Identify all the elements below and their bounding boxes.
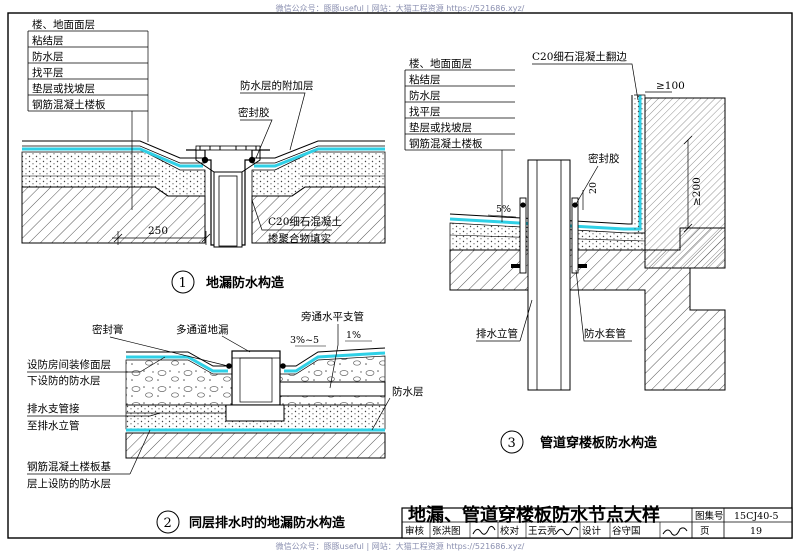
- d2-label-branch-2: 至排水立管: [27, 419, 80, 432]
- title-block-page-label: 页: [700, 526, 710, 537]
- d1-membrane-right: [254, 147, 385, 168]
- d3-slope: 5%: [496, 204, 511, 215]
- d1-layer-5: 钢筋混凝土楼板: [32, 98, 106, 111]
- d1-fill-right: [251, 151, 386, 197]
- d1-layer-table: 楼、地面面层 粘结层 防水层 找平层 垫层或找坡层 钢筋混凝土楼板: [27, 18, 149, 210]
- d2-label-room-layer-2: 下设防的防水层: [27, 374, 101, 387]
- d1-layer-2: 防水层: [32, 50, 64, 63]
- d1-label-sealant: 密封胶: [238, 106, 270, 119]
- d1-label-extra-layer: 防水层的附加层: [240, 79, 314, 92]
- d2-caption: 同层排水时的地漏防水构造: [189, 515, 346, 531]
- title-block: 地漏、管道穿楼板防水节点大样 图集号 15CJ40-5 审核 张洪图 校对 王云…: [401, 504, 793, 539]
- d3-dim-100: ≥100: [656, 80, 685, 92]
- signature-reviewer: [472, 525, 496, 535]
- d3-layer-4: 垫层或找坡层: [409, 121, 472, 134]
- d2-label-sealing-paste: 密封膏: [92, 323, 124, 336]
- d2-label-waterproof: 防水层: [392, 385, 424, 398]
- d3-slab: [449, 227, 726, 391]
- d3-layer-3: 找平层: [409, 105, 441, 118]
- title-block-page-no: 19: [750, 526, 762, 537]
- d2-label-bypass-pipe: 旁通水平支管: [301, 310, 364, 323]
- signature-checker: [555, 526, 579, 536]
- d3-number-circle: [500, 430, 524, 454]
- d2-label-slab-1: 钢筋混凝土楼板基: [27, 460, 111, 473]
- d1-label-fill-1: C20细石混凝土: [268, 215, 342, 228]
- d3-layer-2: 防水层: [409, 89, 441, 102]
- d1-layer-4: 垫层或找坡层: [32, 82, 95, 95]
- title-block-reviewer: 张洪图: [432, 525, 461, 537]
- d3-label-curb: C20细石混凝土翻边: [532, 50, 627, 63]
- d2-number-circle: [156, 510, 180, 534]
- d3-drain-riser: [527, 159, 571, 391]
- d1-label-fill-2: 掺聚合物填实: [268, 232, 331, 245]
- d1-layer-0: 楼、地面面层: [32, 18, 95, 31]
- d2-label-slab-2: 层上设防的防水层: [27, 477, 111, 490]
- d3-layer-1: 粘结层: [409, 73, 441, 86]
- d1-caption: 地漏防水构造: [206, 275, 285, 291]
- d2-label-branch-1: 排水支管接: [27, 402, 80, 415]
- d3-label-sleeve: 防水套管: [584, 327, 626, 340]
- d3-caption: 管道穿楼板防水构造: [540, 435, 658, 451]
- d2-label-multi-drain: 多通道地漏: [176, 323, 229, 336]
- title-block-review-label: 审核: [405, 525, 425, 537]
- title-block-atlas-no: 15CJ40-5: [734, 511, 779, 522]
- d3-sleeve-right: [571, 197, 579, 274]
- detail-2-same-floor-drainage: 密封膏 多通道地漏 旁通水平支管 3%~5 1% 设防房间装修面层 下设防的防水…: [27, 310, 424, 534]
- d3-label-sealant: 密封胶: [588, 152, 620, 165]
- title-block-design-label: 设计: [582, 525, 602, 537]
- d1-sealant-blob-left: [201, 156, 209, 164]
- d3-dim-200: ≥200: [691, 177, 703, 206]
- d3-dim-20: 20: [588, 182, 599, 194]
- d2-slope-2: 1%: [346, 330, 361, 341]
- d3-curb: [634, 94, 646, 234]
- d2-slope-1: 3%~5: [290, 335, 319, 346]
- d2-slab: [125, 432, 386, 459]
- title-block-checker: 王云亮: [528, 525, 557, 537]
- d1-dim-250: 250: [148, 225, 168, 237]
- title-block-check-label: 校对: [500, 525, 520, 537]
- sheet-frame: [7, 12, 793, 539]
- d3-layer-0: 楼、地面面层: [409, 57, 472, 70]
- d1-fill-left: [21, 151, 206, 197]
- d2-membrane-upper-right: [284, 351, 386, 373]
- watermark-top: 微信公众号：豚豚useful | 网站：大猫工程资源 https://52168…: [275, 4, 525, 13]
- d1-layer-3: 找平层: [32, 66, 64, 79]
- d3-layer-table: 楼、地面面层 粘结层 防水层 找平层 垫层或找坡层 钢筋混凝土楼板: [404, 57, 515, 222]
- title-block-atlas-label: 图集号: [695, 510, 724, 522]
- d1-number-circle: [171, 270, 195, 294]
- d3-sleeve-left: [519, 197, 527, 274]
- d1-layer-1: 粘结层: [32, 34, 64, 47]
- title-block-title: 地漏、管道穿楼板防水节点大样: [408, 504, 660, 526]
- detail-1-floor-drain: 楼、地面面层 粘结层 防水层 找平层 垫层或找坡层 钢筋混凝土楼板 防水层的附加…: [21, 18, 386, 294]
- d1-number: 1: [179, 276, 187, 291]
- d3-number: 3: [508, 436, 516, 451]
- signature-designer: [662, 527, 688, 536]
- title-block-designer: 谷守国: [612, 525, 641, 537]
- d2-label-room-layer-1: 设防房间装修面层: [27, 358, 111, 371]
- detail-3-pipe-through-slab: 楼、地面面层 粘结层 防水层 找平层 垫层或找坡层 钢筋混凝土楼板 C20细石混…: [404, 50, 726, 454]
- d2-drain-box: [231, 350, 281, 406]
- d2-membrane-upper-left: [126, 355, 228, 373]
- d1-sealant-blob-right: [248, 156, 256, 164]
- d2-number: 2: [164, 516, 172, 531]
- d3-label-drain-riser: 排水立管: [476, 327, 518, 340]
- watermark-bottom: 微信公众号：豚豚useful | 网站：大猫工程资源 https://52168…: [275, 542, 525, 551]
- d1-membrane-left: [22, 147, 203, 168]
- d3-layer-5: 钢筋混凝土楼板: [409, 137, 483, 150]
